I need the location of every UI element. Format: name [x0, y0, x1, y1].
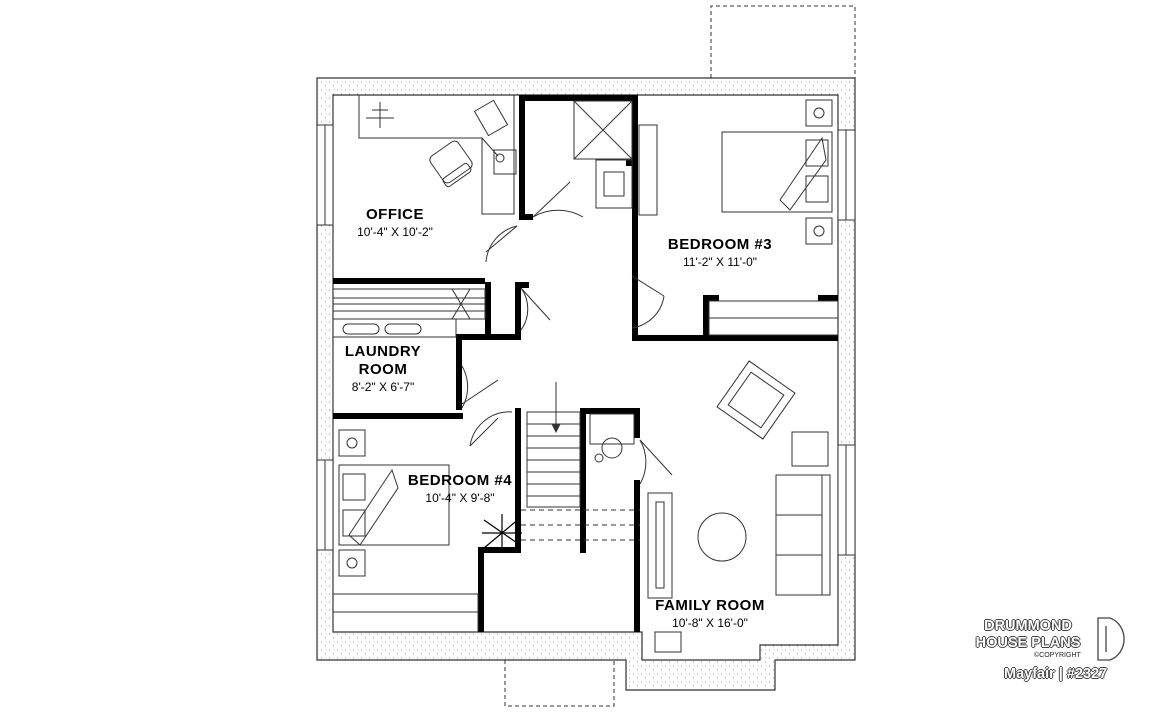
- stairs: [521, 382, 640, 541]
- bedroom4-furniture: [338, 429, 522, 577]
- bedroom4-dims: 10'-4" X 9'-8": [425, 491, 495, 505]
- brand-logo-icon: [1097, 617, 1125, 661]
- brand-line2: HOUSE PLANS: [975, 635, 1081, 651]
- bedroom4-label: BEDROOM #4 10'-4" X 9'-8": [395, 472, 525, 506]
- bedroom4-name: BEDROOM #4: [407, 472, 513, 489]
- utility-closet: [589, 413, 635, 463]
- family-furniture: [647, 360, 831, 653]
- windows: [316, 124, 856, 556]
- plan-caption: Mayfair | #2327: [1004, 666, 1108, 682]
- bedroom3-dims: 11'-2" X 11'-0": [682, 255, 758, 269]
- laundry-name-line2: ROOM: [358, 361, 408, 378]
- brand-name: DRUMMOND HOUSE PLANS: [960, 618, 1096, 652]
- office-name: OFFICE: [366, 206, 424, 223]
- office-furniture: [366, 99, 517, 188]
- laundry-name-line1: LAUNDRY: [344, 343, 422, 360]
- office-label: OFFICE 10'-4" X 10'-2": [340, 206, 450, 240]
- family-room-name: FAMILY ROOM: [655, 597, 765, 614]
- office-dims: 10'-4" X 10'-2": [357, 225, 433, 239]
- thin-lines: [332, 95, 839, 633]
- bedroom3-furniture: [721, 99, 833, 245]
- door-swings: [461, 181, 673, 485]
- laundry-label: LAUNDRY ROOM 8'-2" X 6'-7": [335, 343, 431, 395]
- dashed-deck-top: [710, 5, 856, 78]
- brand-line1: DRUMMOND: [984, 618, 1072, 634]
- interior-walls: [333, 95, 838, 632]
- dashed-porch-bottom: [504, 660, 615, 707]
- bedroom3-name: BEDROOM #3: [667, 236, 773, 253]
- family-room-label: FAMILY ROOM 10'-8" X 16'-0": [640, 597, 780, 631]
- bedroom3-label: BEDROOM #3 11'-2" X 11'-0": [655, 236, 785, 270]
- family-room-dims: 10'-8" X 16'-0": [672, 616, 748, 630]
- copyright-text: ©COPYRIGHT: [1034, 652, 1081, 659]
- laundry-dims: 8'-2" X 6'-7": [351, 380, 415, 394]
